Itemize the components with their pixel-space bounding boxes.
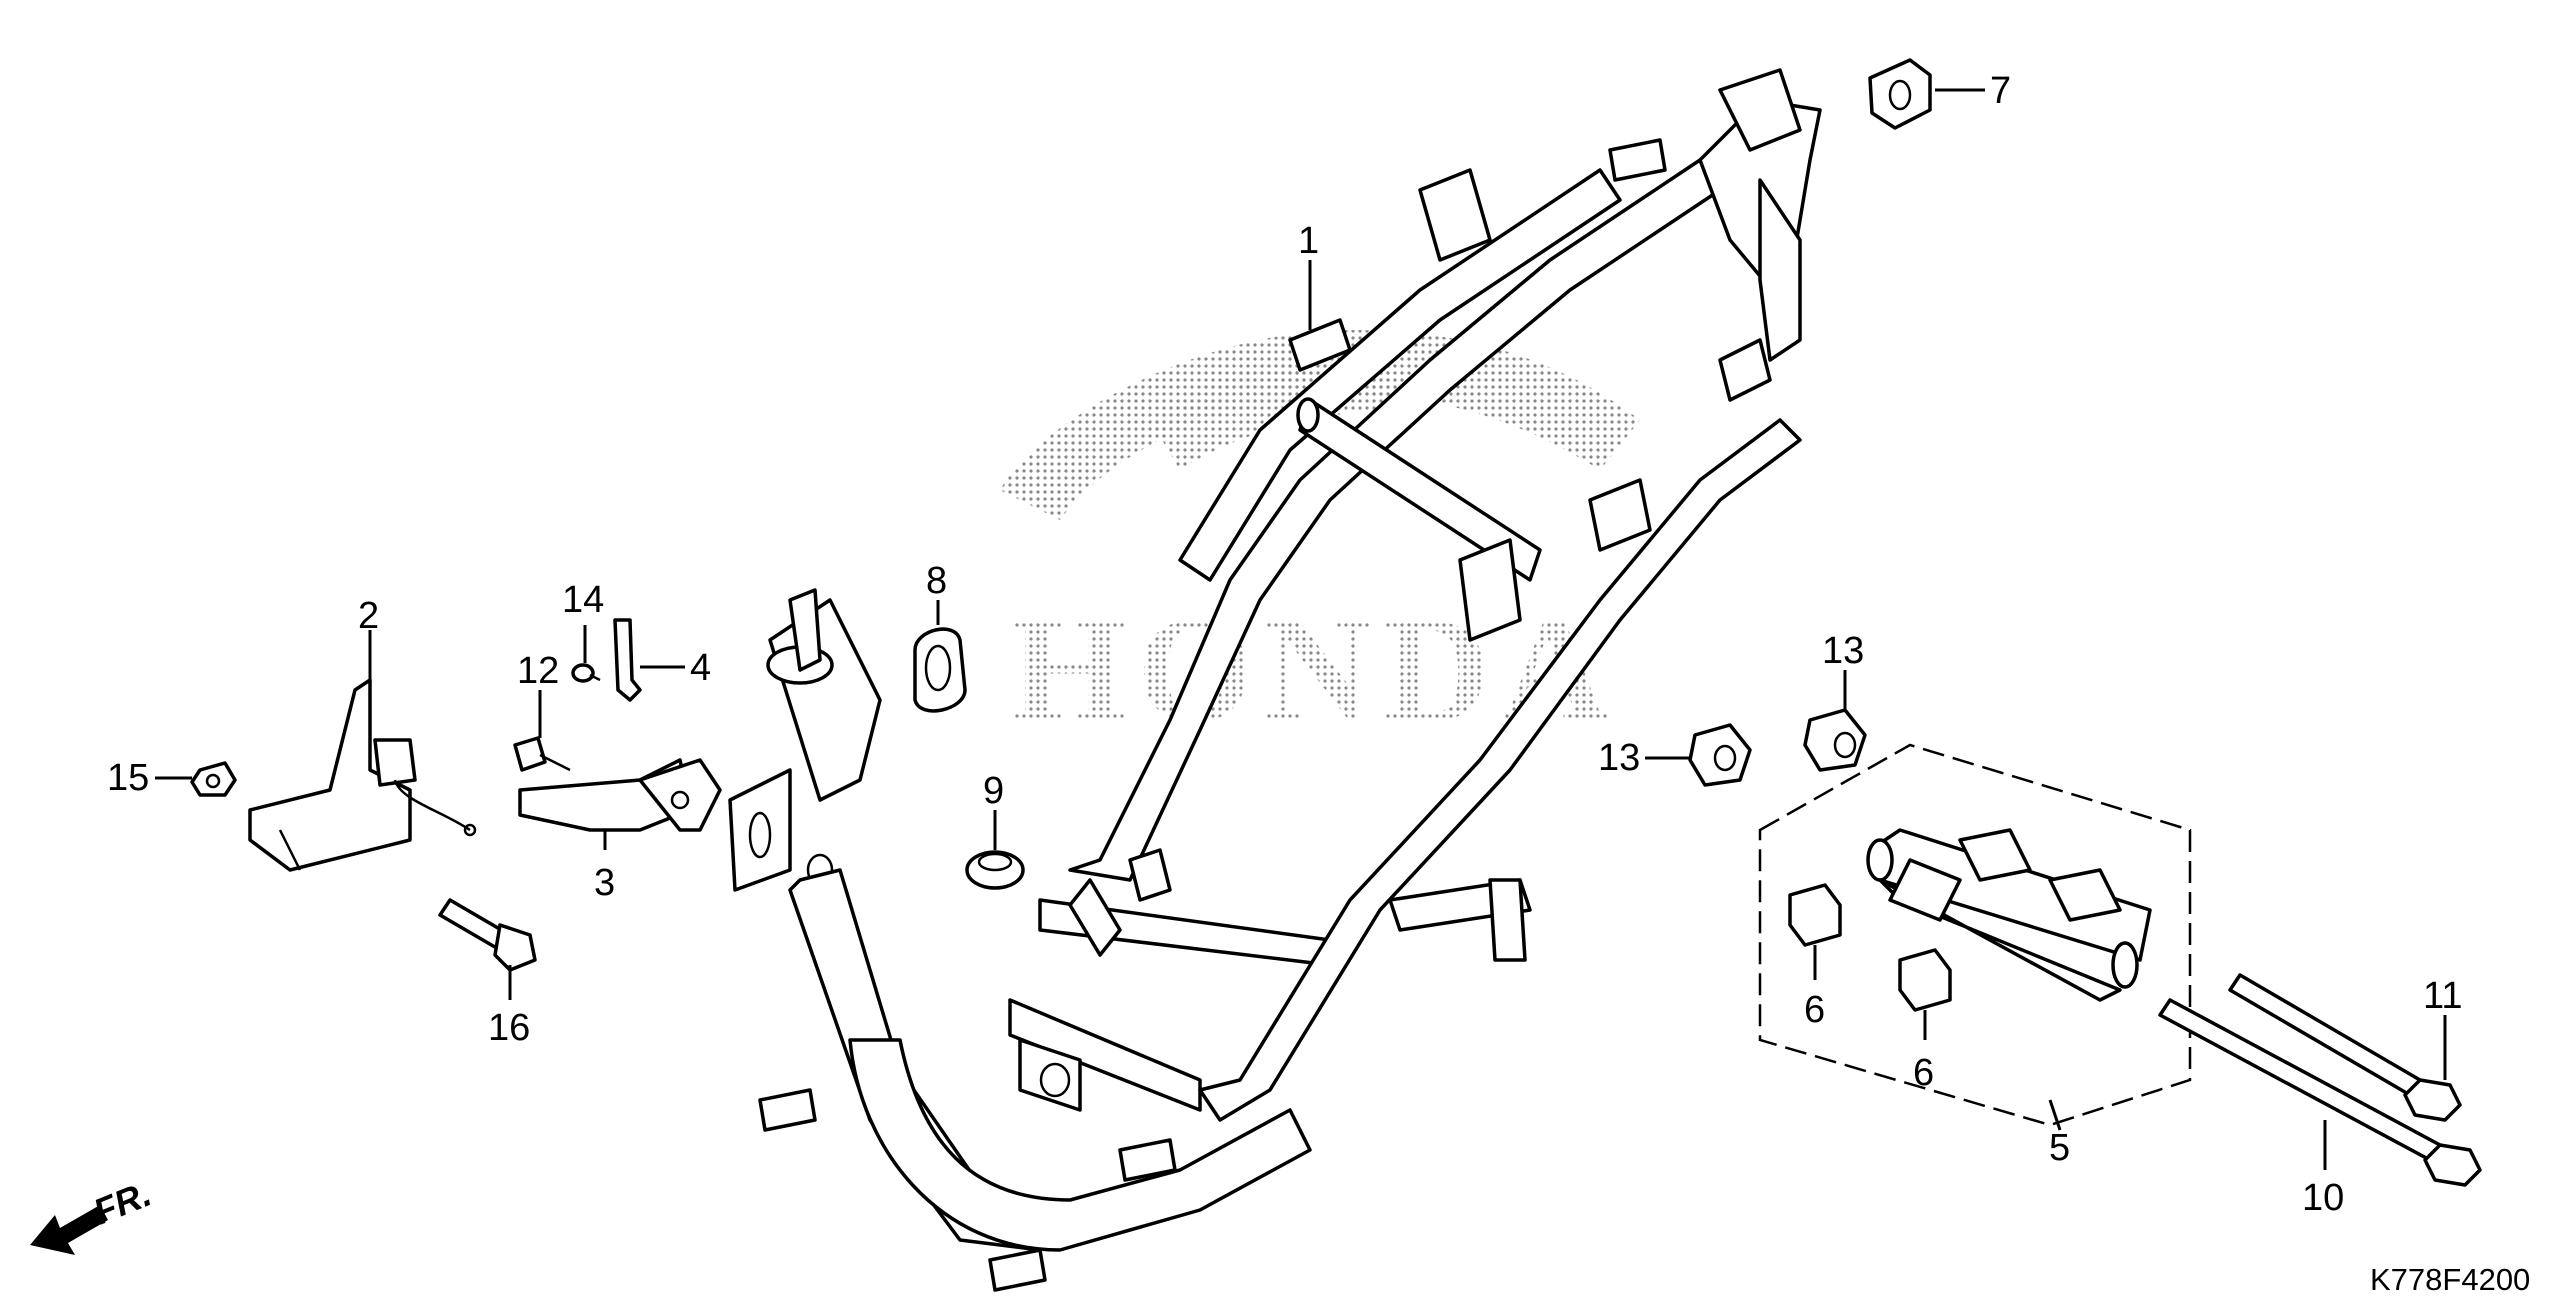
part-13-bushing-b: [1803, 708, 1867, 772]
callout-1: 1: [1298, 220, 1319, 262]
callout-2: 2: [358, 595, 379, 637]
part-14-screw: [571, 663, 601, 683]
front-arrow-icon: [30, 1205, 108, 1255]
part-15-nut: [190, 761, 237, 797]
callout-9: 9: [983, 770, 1004, 812]
callout-labels: 1 2 3 4 5 6 6 7 8 9 10 11 12 13 13 14 15…: [107, 70, 2462, 1219]
part-13-bushing-a: [1688, 723, 1752, 787]
front-direction-indicator: FR.: [30, 1173, 157, 1255]
frame-body: [728, 68, 1822, 1292]
callout-4: 4: [690, 647, 711, 689]
part-10-bolt: [2158, 998, 2482, 1187]
part-2-bracket: [248, 678, 477, 872]
callout-5: 5: [2049, 1127, 2070, 1169]
part-3-bracket: [518, 758, 722, 832]
callout-3: 3: [594, 862, 615, 904]
part-12-bolt: [513, 736, 571, 772]
callout-15: 15: [107, 757, 149, 799]
part-11-bolt: [2228, 973, 2462, 1122]
callout-8: 8: [926, 560, 947, 602]
part-16-bolt: [438, 898, 537, 972]
wing-logo: [1000, 330, 1640, 520]
callout-13a: 13: [1598, 737, 1640, 779]
leader-lines: [155, 88, 2447, 1170]
callout-6a: 6: [1804, 989, 1825, 1031]
callout-7: 7: [1990, 70, 2011, 112]
part-6-rubber-a: [1788, 883, 1842, 947]
part-6-rubber-b: [1898, 948, 1952, 1012]
callout-14: 14: [562, 579, 604, 621]
callout-12: 12: [517, 650, 559, 692]
part-4-stay: [613, 618, 642, 702]
callout-10: 10: [2302, 1177, 2344, 1219]
part-5-hanger-assembly: [1758, 743, 2192, 1127]
part-9-grommet: [965, 850, 1025, 890]
callout-13b: 13: [1822, 630, 1864, 672]
part-7-rubber: [1868, 58, 1932, 130]
diagram-code: K778F4200: [2370, 1262, 2530, 1297]
callout-11: 11: [2423, 975, 2462, 1017]
callout-6b: 6: [1913, 1052, 1934, 1094]
part-8-rubber: [913, 627, 967, 713]
callout-16: 16: [488, 1007, 530, 1049]
